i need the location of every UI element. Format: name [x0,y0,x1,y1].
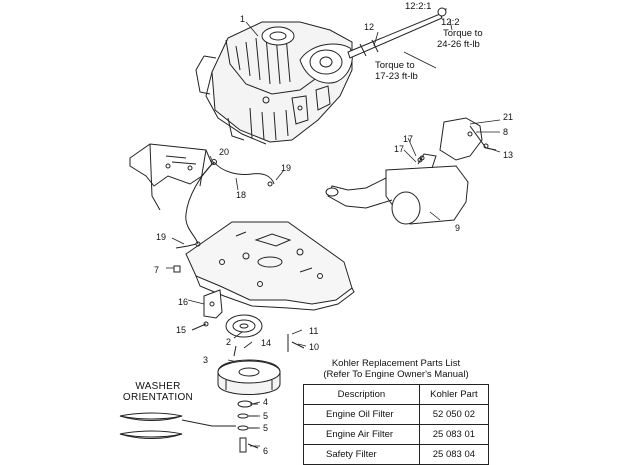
callout-15: 15 [176,325,186,335]
muffler-bracket [439,117,497,161]
table-row: Engine Oil Filter 52 050 02 [303,404,490,425]
parts-list-title: Kohler Replacement Parts List [331,358,461,369]
callout-5b: 5 [263,423,268,433]
washer-title-line2: ORIENTATION [122,392,194,403]
drive-shaft [347,7,447,59]
table-row: Safety Filter 25 083 04 [303,444,490,465]
callout-19a: 19 [156,232,166,242]
engine-illustration [195,21,353,145]
muffler [325,153,469,225]
callout-5a: 5 [263,411,268,421]
callout-1: 1 [240,14,245,24]
callout-14: 14 [261,338,271,348]
callout-20: 20 [219,147,229,157]
torque-high-line2: 24-26 ft-lb [437,39,480,50]
row-description: Safety Filter [303,444,420,465]
callout-3: 3 [203,355,208,365]
callout-10: 10 [309,342,319,352]
row-description: Engine Oil Filter [303,404,420,425]
callout-4: 4 [263,397,268,407]
table-row: Engine Air Filter 25 083 01 [303,424,490,445]
deck-plate [185,221,355,311]
row-part-number: 25 083 04 [418,444,490,465]
sub-ratio-label: 12:2 [441,17,460,28]
callout-11: 11 [309,326,318,336]
clutch-bracket [203,289,223,319]
callout-7: 7 [154,265,159,275]
callout-8: 8 [503,127,508,137]
leader-lines [166,8,501,447]
callout-labels: 1 2 3 4 5 5 6 7 8 9 10 11 12 13 14 15 16… [154,14,513,456]
torque-low-line1: Torque to [375,60,415,71]
ratio-label: 12:2:1 [405,1,431,12]
torque-low-line2: 17-23 ft-lb [375,71,418,82]
hardware-items [173,155,425,357]
header-description: Description [303,384,420,405]
throttle-cable [185,159,275,245]
washer-stack [237,400,259,453]
header-kohler-part: Kohler Part [418,384,490,405]
callout-16: 16 [178,297,188,307]
callout-17a: 17 [403,134,413,144]
callout-19b: 19 [281,163,291,173]
kohler-parts-list: Kohler Replacement Parts List (Refer To … [303,358,490,465]
engine-bracket [129,143,213,211]
row-description: Engine Air Filter [303,424,420,445]
callout-17b: 17 [394,144,404,154]
callout-13: 13 [503,150,513,160]
parts-list-subtitle: (Refer To Engine Owner's Manual) [323,369,469,380]
pulley [225,314,263,338]
washer-orientation-sketch [119,412,236,439]
callout-21: 21 [503,112,513,122]
callout-2: 2 [226,337,231,347]
washer-orientation-title: WASHER ORIENTATION [108,381,208,403]
washer-title-line1: WASHER [135,381,181,392]
torque-high-line1: Torque to [443,28,483,39]
callout-18: 18 [236,190,246,200]
callout-12: 12 [364,22,374,32]
electric-clutch [217,359,281,395]
callout-6: 6 [263,446,268,456]
table-header-row: Description Kohler Part [303,384,490,405]
parts-table: Description Kohler Part Engine Oil Filte… [303,384,490,465]
callout-9: 9 [455,223,460,233]
torque-notes: 12:2:1 12:2 Torque to 24-26 ft-lb Torque… [375,1,483,82]
row-part-number: 52 050 02 [418,404,490,425]
row-part-number: 25 083 01 [418,424,490,445]
